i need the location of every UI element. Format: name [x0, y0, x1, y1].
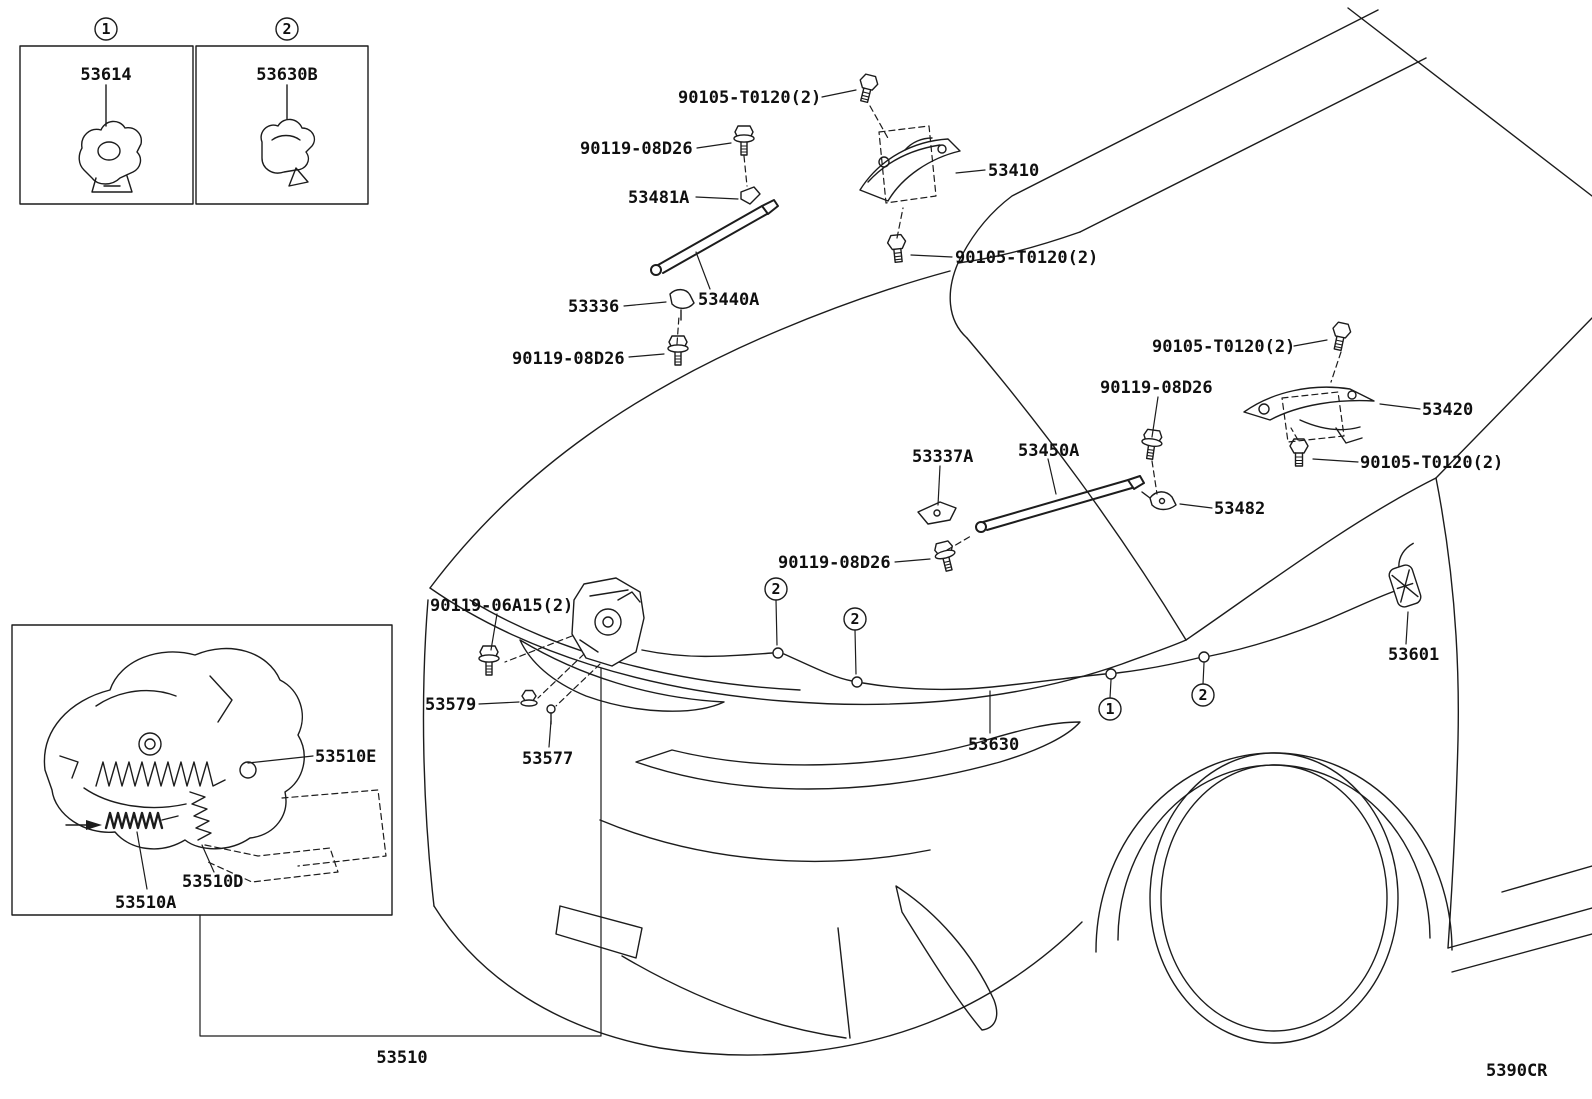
cable-callout-2b-num: 2: [850, 610, 859, 628]
legend-box-1: [19, 45, 194, 205]
label-90119-08d26-c: 90119-08D26: [1100, 378, 1213, 398]
label-53410: 53410: [988, 161, 1039, 181]
label-53420: 53420: [1422, 400, 1473, 420]
label-53577: 53577: [522, 749, 573, 769]
label-90105-t0120-right-lower: 90105-T0120(2): [1360, 453, 1503, 473]
label-53630: 53630: [968, 735, 1019, 755]
bolt-90105-right-upper: [1328, 320, 1353, 353]
bracket-53337a: [917, 501, 957, 525]
bolt-90119-a: [733, 125, 755, 156]
label-53601: 53601: [1388, 645, 1439, 665]
hood-stay-rod-53450a: [975, 475, 1145, 533]
bolt-90105-top: [854, 72, 881, 105]
legend-callout-1-num: 1: [101, 20, 110, 38]
label-bracket-53510: [199, 667, 602, 1037]
arrow-indicator: [86, 820, 102, 830]
dashed-assembly-lines: [204, 105, 1345, 883]
label-90105-t0120-right-upper: 90105-T0120(2): [1152, 337, 1295, 357]
hood-release-cable: [641, 589, 1399, 691]
spring-53510a: [104, 811, 164, 830]
label-90105-t0120-mid: 90105-T0120(2): [955, 248, 1098, 268]
legend-box-2: [195, 45, 369, 205]
label-53510: 53510: [376, 1048, 427, 1068]
hood-stay-rod-53440a: [650, 199, 779, 276]
hood-hinge-53410: [859, 137, 961, 202]
label-53630b: 53630B: [256, 65, 317, 85]
label-53510e: 53510E: [315, 747, 376, 767]
label-53450a: 53450A: [1018, 441, 1079, 461]
label-53614: 53614: [80, 65, 131, 85]
bolt-90119-06a15: [478, 645, 500, 676]
bolt-90119-c: [1139, 428, 1165, 461]
label-53336: 53336: [568, 297, 619, 317]
cable-callout-2c-num: 2: [1198, 686, 1207, 704]
label-53482: 53482: [1214, 499, 1265, 519]
cable-grommet-53601: [1388, 542, 1422, 608]
label-90119-08d26-b: 90119-08D26: [512, 349, 625, 369]
label-53579: 53579: [425, 695, 476, 715]
spring-53510e: [95, 761, 226, 787]
cable-callout-2b: 2: [843, 607, 867, 631]
bolt-90119-d: [931, 539, 960, 574]
cable-callout-1: 1: [1098, 697, 1122, 721]
label-53337a: 53337A: [912, 447, 973, 467]
cable-callout-2a: 2: [764, 577, 788, 601]
callout-markers: 1 2 2 2 1 2: [94, 17, 1215, 721]
diagram-code: 5390CR: [1486, 1061, 1548, 1081]
label-53481a: 53481A: [628, 188, 689, 208]
bolt-90119-b: [667, 335, 689, 366]
part-labels: 53614 53630B 90105-T0120(2) 90119-08D26 …: [80, 65, 1548, 1081]
cable-callout-2c: 2: [1191, 683, 1215, 707]
hood-hinge-53420: [1243, 386, 1375, 444]
legend-callout-1: 1: [94, 17, 118, 41]
label-90119-06a15: 90119-06A15(2): [430, 596, 573, 616]
bolt-90105-right-lower: [1289, 438, 1309, 467]
bracket-53482: [1141, 491, 1177, 511]
spring-53510d: [189, 791, 212, 841]
label-53510d: 53510D: [182, 872, 243, 892]
legend-callout-2-num: 2: [282, 20, 291, 38]
leader-lines: [136, 89, 1421, 890]
label-53440a: 53440A: [698, 290, 759, 310]
cable-callout-2a-num: 2: [771, 580, 780, 598]
cable-callout-1-num: 1: [1105, 700, 1114, 718]
label-90105-t0120-top: 90105-T0120(2): [678, 88, 821, 108]
legend-callout-2: 2: [275, 17, 299, 41]
nut-53579: [520, 689, 538, 707]
label-53510a: 53510A: [115, 893, 176, 913]
clip-53336: [669, 288, 695, 321]
label-90119-08d26-d: 90119-08D26: [778, 553, 891, 573]
hood-lock-assembly: [571, 577, 645, 667]
stud-53577: [546, 704, 556, 725]
clip-53481a: [740, 186, 761, 205]
label-90119-08d26-a: 90119-08D26: [580, 139, 693, 159]
